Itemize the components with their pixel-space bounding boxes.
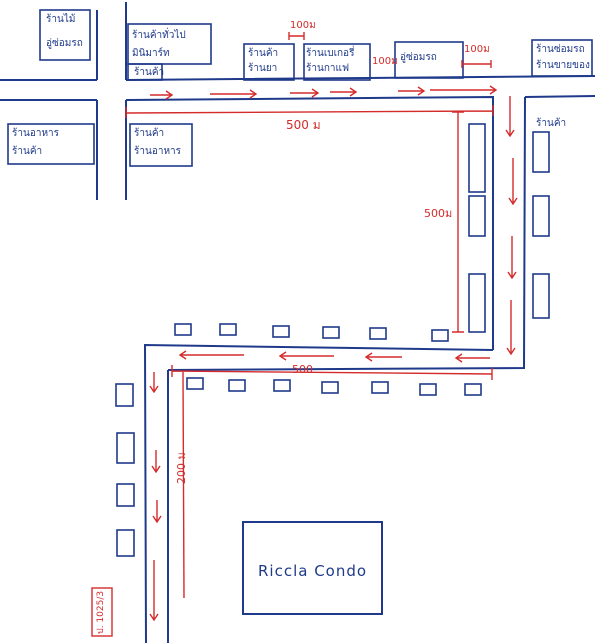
road-edge bbox=[167, 96, 526, 371]
shop-label: ร้านไม้ bbox=[46, 14, 76, 25]
building bbox=[303, 43, 371, 81]
route-arrow bbox=[149, 372, 162, 622]
condo-building bbox=[242, 521, 383, 615]
shop-label: ร้านค้าทั่วไป bbox=[132, 30, 186, 41]
route-arrow bbox=[178, 350, 490, 363]
building bbox=[174, 323, 449, 342]
dim-line-small bbox=[461, 60, 492, 68]
building bbox=[532, 273, 550, 319]
building bbox=[532, 131, 550, 173]
distance-label: 100ม bbox=[464, 44, 490, 55]
road-edge bbox=[143, 343, 494, 643]
building bbox=[115, 383, 135, 557]
building bbox=[468, 273, 486, 333]
building bbox=[243, 43, 295, 81]
building bbox=[7, 123, 95, 165]
distance-label: 500 bbox=[292, 363, 313, 376]
building bbox=[394, 41, 464, 79]
shop-label: ร้านซ่อมรถ bbox=[536, 44, 585, 55]
shop-label: ร้านขายของ bbox=[536, 60, 590, 71]
shop-label: ร้านค้า bbox=[134, 128, 165, 139]
building bbox=[186, 377, 482, 396]
shop-label: ร้านค้า bbox=[134, 67, 165, 78]
route-arrow bbox=[150, 85, 498, 100]
building bbox=[127, 63, 163, 81]
distance-label: 500 ม bbox=[286, 118, 321, 132]
building bbox=[468, 123, 486, 193]
shop-label: ร้านค้า bbox=[12, 146, 43, 157]
dim-line-left bbox=[182, 371, 185, 599]
distance-label: 200 ม bbox=[175, 452, 188, 484]
red-building bbox=[91, 587, 113, 637]
building bbox=[531, 39, 593, 77]
shop-label: ร้านค้า bbox=[536, 118, 567, 129]
dim-line-small bbox=[288, 32, 305, 40]
distance-label: 500ม bbox=[424, 207, 453, 220]
shop-label: อู่ซ่อมรถ bbox=[400, 52, 437, 63]
shop-label: ร้านอาหาร bbox=[134, 146, 182, 157]
road-edge bbox=[0, 95, 494, 350]
distance-label: 100ม bbox=[290, 20, 316, 31]
road-edge bbox=[0, 75, 596, 81]
building-label: ป. 1025/3 bbox=[96, 590, 106, 634]
shop-label: ร้านกาแฟ bbox=[306, 63, 350, 74]
shop-label: ร้านค้า bbox=[248, 48, 279, 59]
shop-label: ร้านยา bbox=[248, 63, 278, 74]
shop-label: ร้านเบเกอรี่ bbox=[306, 48, 355, 59]
shop-label: อู่ซ่อมรถ bbox=[46, 38, 83, 49]
building bbox=[127, 23, 212, 65]
condo-label: Riccla Condo bbox=[258, 562, 368, 580]
road-edge bbox=[524, 95, 596, 98]
route-arrow bbox=[505, 96, 518, 356]
dim-line-right bbox=[452, 111, 464, 333]
dim-line-bottom bbox=[171, 365, 493, 380]
dim-line-top bbox=[125, 105, 494, 118]
shop-label: ร้านอาหาร bbox=[12, 128, 60, 139]
building bbox=[468, 195, 486, 237]
distance-label: 100ม bbox=[372, 56, 398, 67]
building bbox=[129, 123, 193, 167]
shop-label: มินิมาร์ท bbox=[132, 48, 170, 59]
building bbox=[39, 9, 91, 61]
building bbox=[532, 195, 550, 237]
